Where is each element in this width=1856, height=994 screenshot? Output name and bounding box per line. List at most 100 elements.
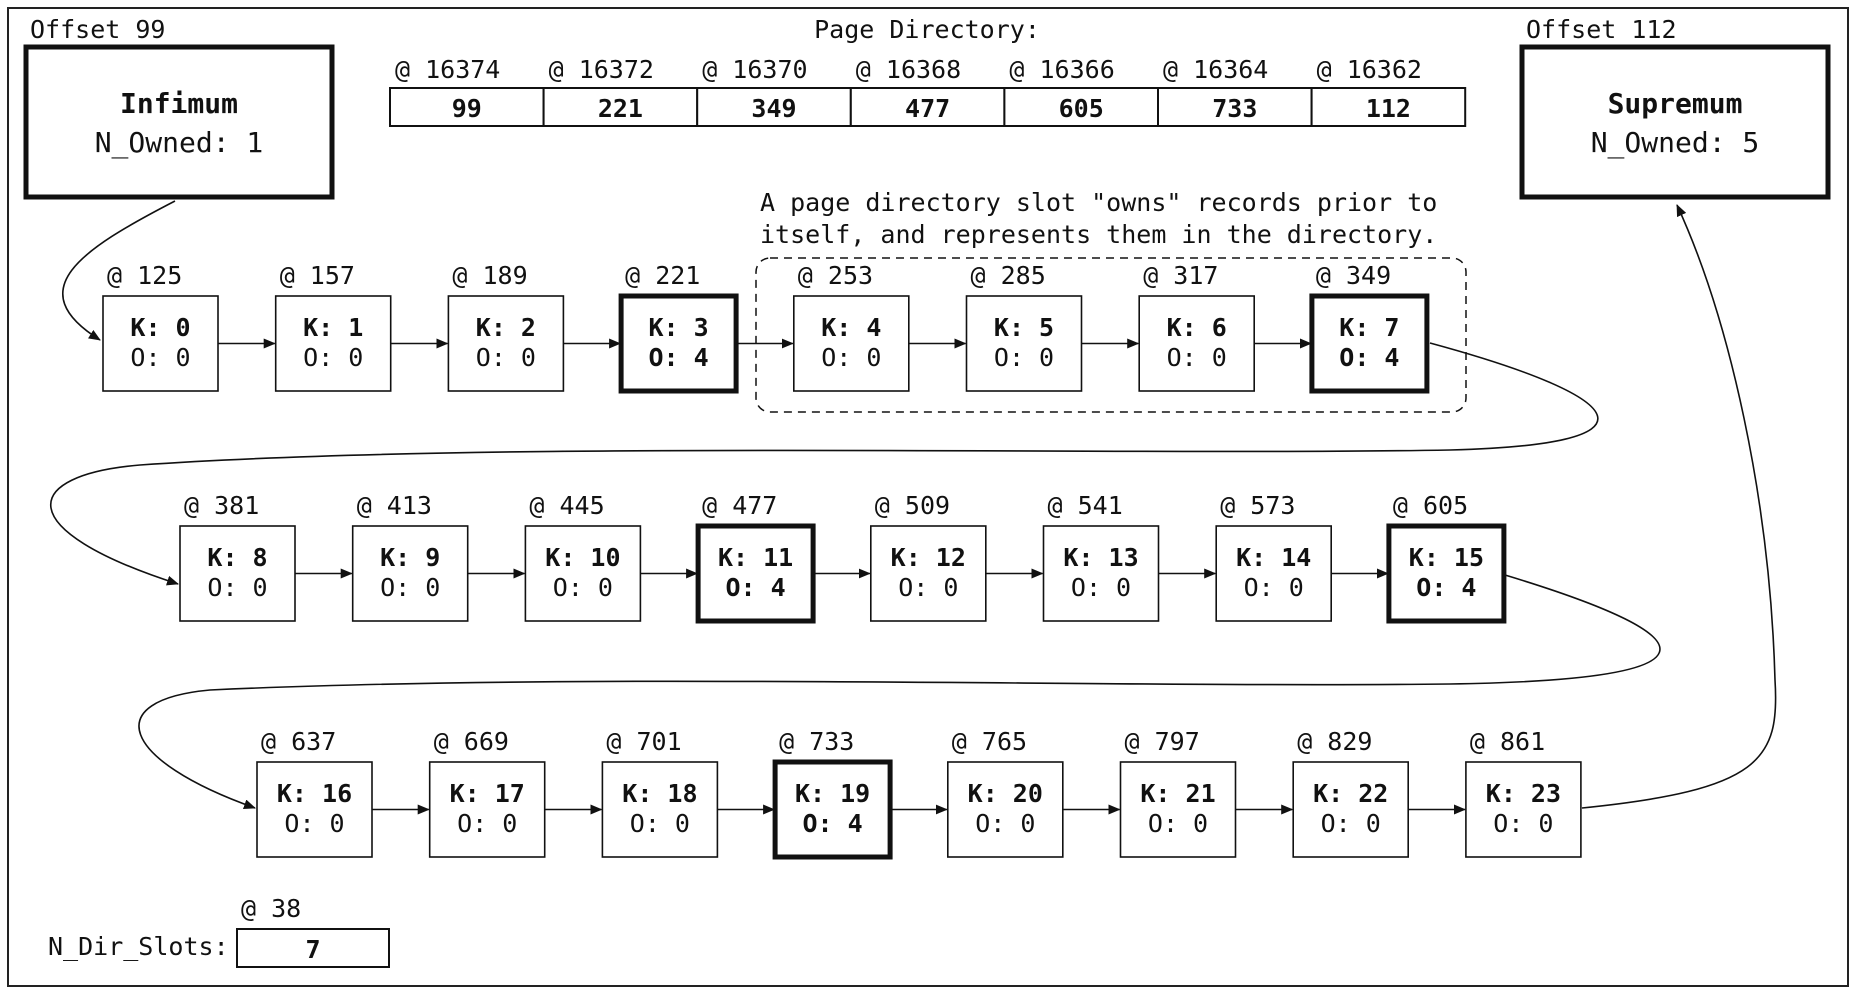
- record-owned: O: 0: [207, 573, 267, 602]
- record-owned: O: 0: [476, 343, 536, 372]
- record-owned: O: 0: [553, 573, 613, 602]
- record-addr: @ 253: [798, 261, 873, 290]
- record-box: [1215, 525, 1332, 622]
- record-box: [524, 525, 642, 622]
- owner-record-box: [1309, 293, 1430, 394]
- record-addr: @ 477: [702, 491, 777, 520]
- record-addr: @ 381: [184, 491, 259, 520]
- record-owned: O: 0: [303, 343, 363, 372]
- owner-record-box: [1386, 523, 1507, 624]
- directory-slot-addr: @ 16366: [1009, 55, 1114, 84]
- row2-to-row3-connector: [138, 574, 1661, 810]
- record-addr: @ 349: [1316, 261, 1391, 290]
- record-addr: @ 573: [1220, 491, 1295, 520]
- record-key: K: 15: [1409, 543, 1484, 572]
- record-addr: @ 829: [1297, 727, 1372, 756]
- record-key: K: 8: [207, 543, 267, 572]
- record-addr: @ 861: [1470, 727, 1545, 756]
- record-key: K: 5: [994, 313, 1054, 342]
- record-addr: @ 797: [1125, 727, 1200, 756]
- n-dir-slots-value: 7: [305, 935, 320, 964]
- record-box: [1465, 761, 1582, 858]
- record-owned: O: 0: [130, 343, 190, 372]
- supremum-owned: N_Owned: 5: [1591, 126, 1760, 160]
- record-owned: O: 4: [802, 809, 862, 838]
- supremum-title: Supremum: [1608, 87, 1743, 120]
- record-key: K: 23: [1486, 779, 1561, 808]
- directory-slot-value: 221: [598, 94, 643, 123]
- record-owned: O: 0: [457, 809, 517, 838]
- owner-record-box: [695, 523, 816, 624]
- last-record-to-supremum-arrow: [1581, 204, 1777, 809]
- record-key: K: 19: [795, 779, 870, 808]
- record-owned: O: 0: [1493, 809, 1553, 838]
- annotation-line-2: itself, and represents them in the direc…: [760, 220, 1437, 249]
- supremum-offset-label: Offset 112: [1526, 15, 1677, 44]
- record-addr: @ 541: [1048, 491, 1123, 520]
- ownership-group-box: [755, 257, 1467, 413]
- record-box: [1042, 525, 1160, 622]
- record-key: K: 22: [1313, 779, 1388, 808]
- owner-record-box: [618, 293, 739, 394]
- record-box: [1292, 761, 1409, 858]
- record-key: K: 20: [968, 779, 1043, 808]
- record-addr: @ 669: [434, 727, 509, 756]
- record-key: K: 13: [1063, 543, 1138, 572]
- directory-slot-value: 733: [1212, 94, 1257, 123]
- n-dir-slots-box: [236, 928, 390, 968]
- record-owned: O: 0: [284, 809, 344, 838]
- record-box: [601, 761, 719, 858]
- directory-slot-value: 477: [905, 94, 950, 123]
- record-owned: O: 4: [648, 343, 708, 372]
- directory-slot-value: 112: [1366, 94, 1411, 123]
- record-box: [869, 525, 987, 622]
- record-owned: O: 0: [994, 343, 1054, 372]
- record-addr: @ 125: [107, 261, 182, 290]
- record-addr: @ 509: [875, 491, 950, 520]
- annotation-line-1: A page directory slot "owns" records pri…: [760, 188, 1437, 217]
- record-box: [428, 761, 546, 858]
- record-key: K: 11: [718, 543, 793, 572]
- record-addr: @ 221: [625, 261, 700, 290]
- record-box: [351, 525, 469, 622]
- record-addr: @ 637: [261, 727, 336, 756]
- directory-slot-cell: [1310, 87, 1467, 127]
- record-addr: @ 413: [357, 491, 432, 520]
- record-key: K: 3: [648, 313, 708, 342]
- n-dir-slots-label: N_Dir_Slots:: [48, 932, 229, 961]
- directory-slot-value: 605: [1059, 94, 1104, 123]
- record-key: K: 14: [1236, 543, 1311, 572]
- record-addr: @ 189: [452, 261, 527, 290]
- record-key: K: 17: [450, 779, 525, 808]
- infimum-to-first-record-arrow: [62, 200, 176, 341]
- record-box: [1138, 295, 1255, 392]
- record-addr: @ 765: [952, 727, 1027, 756]
- record-key: K: 0: [130, 313, 190, 342]
- record-key: K: 18: [622, 779, 697, 808]
- record-owned: O: 0: [821, 343, 881, 372]
- directory-slot-addr: @ 16368: [856, 55, 961, 84]
- record-box: [179, 525, 296, 622]
- record-owned: O: 0: [1071, 573, 1131, 602]
- record-box: [965, 295, 1083, 392]
- record-addr: @ 157: [280, 261, 355, 290]
- record-box: [1119, 761, 1237, 858]
- record-owned: O: 0: [1321, 809, 1381, 838]
- directory-slot-cell: [1157, 87, 1313, 127]
- record-box: [274, 295, 392, 392]
- record-owned: O: 4: [1339, 343, 1399, 372]
- infimum-owned: N_Owned: 1: [95, 126, 264, 160]
- record-addr: @ 701: [606, 727, 681, 756]
- record-key: K: 12: [891, 543, 966, 572]
- record-key: K: 6: [1167, 313, 1227, 342]
- record-owned: O: 4: [1416, 573, 1476, 602]
- record-owned: O: 0: [630, 809, 690, 838]
- directory-slot-cell: [389, 87, 545, 127]
- record-key: K: 1: [303, 313, 363, 342]
- record-owned: O: 0: [1167, 343, 1227, 372]
- record-addr: @ 317: [1143, 261, 1218, 290]
